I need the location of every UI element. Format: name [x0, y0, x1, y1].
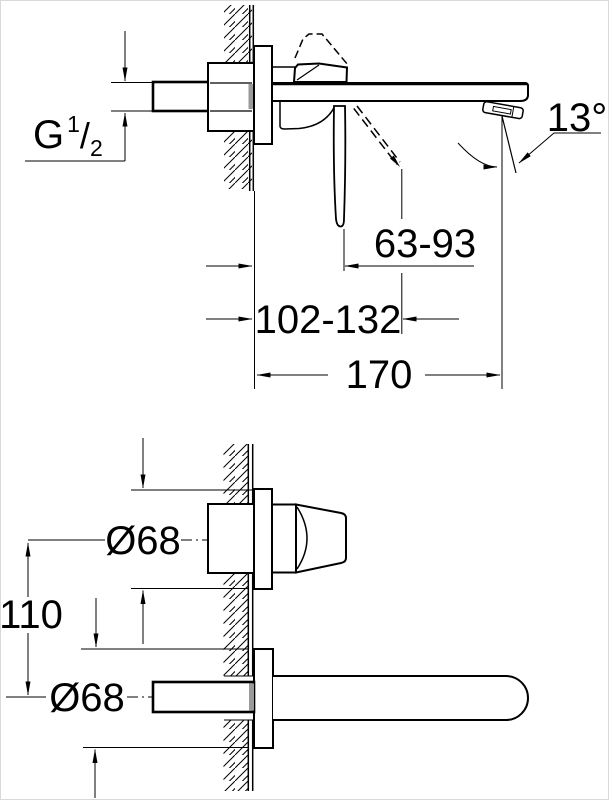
lower-escutcheon [253, 648, 274, 749]
aerator-tip-line [511, 106, 515, 118]
wall-hatch-upper [224, 5, 252, 63]
dim-lever-open-range-label: 102-132 [255, 298, 402, 342]
supply-pipe [151, 80, 211, 113]
lever-swung-dashed-1 [356, 105, 401, 163]
handle-knob-plan [295, 503, 347, 574]
wall-hatch-lower [224, 131, 252, 189]
handle-dome-arc [296, 506, 308, 570]
wall-cut-strip-plan [249, 683, 254, 711]
handle-open-position-dashed [294, 33, 349, 66]
body-underside-curve [279, 105, 336, 130]
wall-cut-strip [248, 84, 254, 109]
aerator [482, 101, 524, 120]
angle-reference-line [501, 115, 517, 174]
dim-projection-label: 170 [346, 353, 413, 397]
angle-leader-line [518, 132, 601, 164]
dim-lever-range-label: 63-93 [374, 222, 476, 266]
lever-swing-arrowhead [390, 155, 400, 167]
escutcheon-side [253, 45, 273, 145]
lever-blade [332, 105, 347, 228]
wall-hatch-top [223, 444, 249, 504]
supply-pipe-plan [151, 680, 256, 714]
spout-plan [273, 675, 529, 721]
lever-handle-detail-line [296, 64, 320, 81]
spout-side [271, 82, 529, 102]
aerator-slot [492, 105, 512, 115]
dim-center-distance-label: 110 [1, 593, 63, 637]
dim-lower-diameter-label: Ø68 [49, 676, 125, 720]
dim-upper-diameter-label: Ø68 [105, 519, 181, 563]
upper-escutcheon [253, 488, 273, 590]
wall-hatch-middle [223, 573, 249, 676]
plan-view: Ø68 110 Ø68 [1, 438, 529, 798]
concealed-cartridge-housing [207, 503, 255, 574]
wall-hatch-bottom [223, 720, 249, 791]
concealed-body [207, 62, 255, 132]
angle-arc [457, 142, 498, 170]
dim-angle-label: 13° [547, 96, 608, 140]
lever-swung-dashed-2 [353, 107, 398, 165]
lever-handle [292, 62, 349, 83]
